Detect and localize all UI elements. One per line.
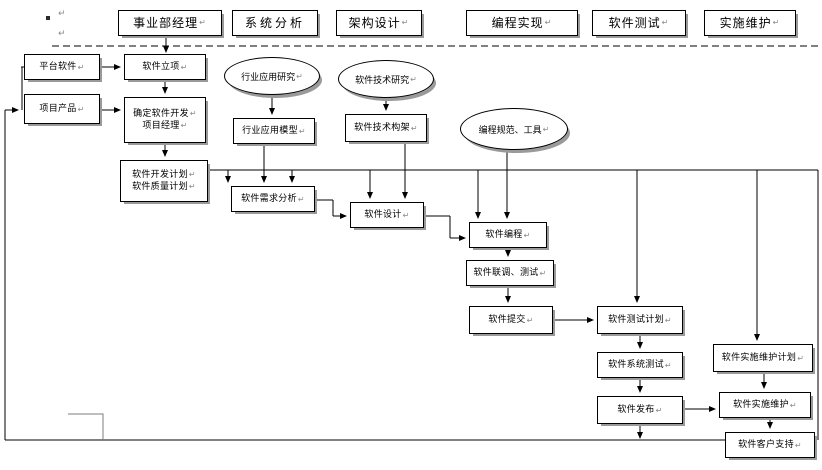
process-node-label: 行业应用模型	[242, 125, 298, 136]
paragraph-mark-icon: ↵	[402, 210, 410, 220]
process-node-joint-debug-test[interactable]: 软件联调、测试↵	[466, 260, 554, 286]
process-node-label: 软件需求分析	[241, 193, 297, 204]
lane-header-label: 实施维护	[719, 16, 772, 30]
stray-mark-1: ↵	[58, 9, 66, 19]
process-node-label: 软件设计	[364, 209, 402, 220]
lane-header-label: 系统分析	[244, 16, 305, 30]
process-node-label: 软件联调、测试	[473, 267, 539, 278]
process-node-label: 软件编程	[485, 229, 523, 240]
lane-header-label: 事业部经理	[133, 16, 199, 30]
lane-header-label: 编程实现	[491, 16, 544, 30]
paragraph-mark-icon: ↵	[526, 315, 534, 325]
stray-bullet	[46, 16, 50, 20]
process-node-label: 项目经理↵	[142, 121, 188, 131]
lane-header-label: 软件测试	[608, 16, 661, 30]
process-node-software-release[interactable]: 软件发布↵	[597, 396, 683, 424]
paragraph-mark-icon: ↵	[539, 268, 547, 278]
lane-header-lane-manager[interactable]: 事业部经理↵	[118, 10, 222, 36]
process-node-label: 软件开发计划↵	[132, 170, 196, 180]
process-node-software-coding[interactable]: 软件编程↵	[469, 222, 547, 248]
ellipse-node-label: 编程规范、工具	[478, 125, 542, 136]
process-node-label: 软件测试计划	[608, 314, 664, 325]
paragraph-mark-icon: ↵	[661, 18, 670, 27]
process-node-label: 软件质量计划↵	[132, 182, 196, 192]
paragraph-mark-icon: ↵	[298, 126, 306, 136]
process-node-requirement-analysis[interactable]: 软件需求分析↵	[231, 186, 315, 212]
paragraph-mark-icon: ↵	[296, 71, 303, 81]
process-node-tech-framework[interactable]: 软件技术构架↵	[345, 114, 427, 142]
ellipse-node-industry-research[interactable]: 行业应用研究↵	[224, 57, 320, 95]
paragraph-mark-icon: ↵	[542, 124, 550, 134]
lane-header-lane-analysis[interactable]: 系统分析	[232, 10, 318, 36]
paragraph-mark-icon: ↵	[189, 109, 197, 118]
process-node-industry-model[interactable]: 行业应用模型↵	[233, 118, 315, 144]
process-node-system-test[interactable]: 软件系统测试↵	[597, 352, 683, 378]
process-node-customer-support[interactable]: 软件客户支持↵	[725, 432, 815, 458]
paragraph-mark-icon: ↵	[180, 62, 188, 72]
paragraph-mark-icon: ↵	[401, 18, 410, 27]
paragraph-mark-icon: ↵	[410, 74, 417, 84]
paragraph-mark-icon: ↵	[180, 121, 188, 130]
paragraph-mark-icon: ↵	[664, 360, 672, 370]
lane-header-lane-arch[interactable]: 架构设计↵	[336, 10, 422, 36]
process-node-label: 确定软件开发↵	[133, 109, 197, 119]
paragraph-mark-icon: ↵	[789, 400, 797, 410]
paragraph-mark-icon: ↵	[797, 353, 805, 363]
process-node-test-plan[interactable]: 软件测试计划↵	[597, 306, 683, 334]
process-node-project-product[interactable]: 项目产品↵	[24, 94, 100, 124]
process-node-label: 软件实施维护计划	[721, 352, 797, 363]
lane-header-lane-testing[interactable]: 软件测试↵	[592, 10, 686, 36]
lane-header-label: 架构设计	[348, 16, 401, 30]
paragraph-mark-icon: ↵	[772, 18, 781, 27]
process-node-software-design[interactable]: 软件设计↵	[350, 202, 424, 228]
paragraph-mark-icon: ↵	[664, 315, 672, 325]
process-node-label: 软件系统测试	[608, 359, 664, 370]
process-node-software-submit[interactable]: 软件提交↵	[469, 306, 553, 334]
paragraph-mark-icon: ↵	[410, 123, 418, 133]
paragraph-mark-icon: ↵	[794, 440, 802, 450]
process-node-label: 平台软件	[39, 61, 77, 72]
paragraph-mark-icon: ↵	[77, 104, 85, 114]
process-node-label: 软件技术构架	[354, 122, 410, 133]
process-node-label: 软件提交	[488, 314, 526, 325]
process-node-platform-software[interactable]: 平台软件↵	[24, 54, 100, 80]
ellipse-node-coding-standards[interactable]: 编程规范、工具↵	[460, 108, 568, 150]
process-node-label: 软件立项	[142, 61, 180, 72]
process-node-dev-quality-plan[interactable]: 软件开发计划↵ 软件质量计划↵	[120, 160, 208, 202]
paragraph-mark-icon: ↵	[544, 18, 553, 27]
paragraph-mark-icon: ↵	[188, 182, 196, 191]
lane-header-lane-coding[interactable]: 编程实现↵	[466, 10, 578, 36]
process-node-maintenance[interactable]: 软件实施维护↵	[719, 392, 811, 418]
process-node-label: 软件客户支持	[738, 439, 794, 450]
process-node-maintenance-plan[interactable]: 软件实施维护计划↵	[713, 344, 813, 372]
process-node-software-initiation[interactable]: 软件立项↵	[124, 54, 206, 80]
stray-mark-2: ↵	[58, 29, 66, 39]
process-node-label: 项目产品	[39, 103, 77, 114]
paragraph-mark-icon: ↵	[297, 194, 305, 204]
paragraph-mark-icon: ↵	[655, 405, 663, 415]
paragraph-mark-icon: ↵	[188, 170, 196, 179]
lane-header-lane-deploy[interactable]: 实施维护↵	[704, 10, 796, 36]
ellipse-node-label: 软件技术研究	[355, 75, 410, 86]
process-node-label: 软件发布	[617, 404, 655, 415]
process-node-assign-pm[interactable]: 确定软件开发↵ 项目经理↵	[124, 97, 206, 143]
paragraph-mark-icon: ↵	[523, 230, 531, 240]
paragraph-mark-icon: ↵	[199, 18, 207, 27]
process-node-label: 软件实施维护	[733, 399, 789, 410]
paragraph-mark-icon: ↵	[77, 62, 85, 72]
ellipse-node-tech-research[interactable]: 软件技术研究↵	[338, 60, 434, 98]
ellipse-node-label: 行业应用研究	[241, 72, 296, 83]
